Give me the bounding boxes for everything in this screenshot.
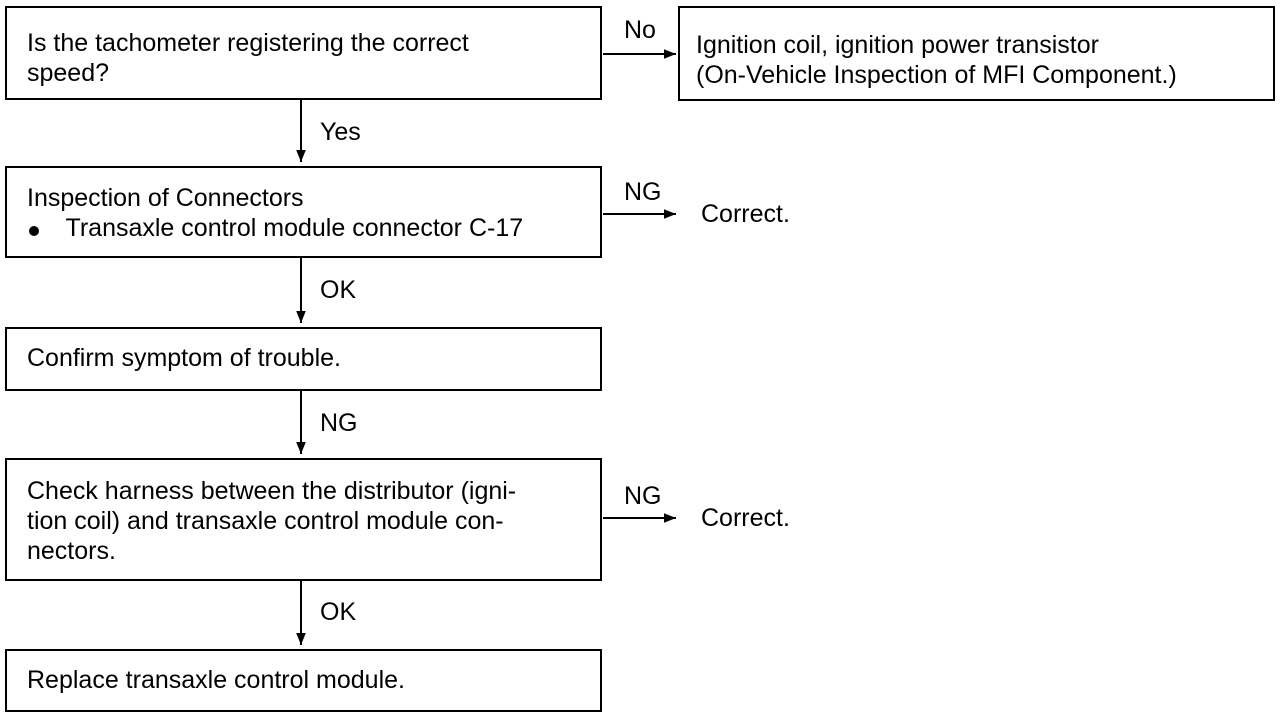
branch-label-ng: NG xyxy=(320,409,358,437)
step-box-tachometer-question: Is the tachometer registering the correc… xyxy=(5,6,602,100)
bullet-dot-icon xyxy=(29,226,39,236)
result-correct-text: Correct. xyxy=(701,504,790,532)
branch-label-ok: OK xyxy=(320,598,357,626)
step-text-line: Confirm symptom of trouble. xyxy=(27,344,341,372)
step-bullet-text: Transaxle control module connector C-17 xyxy=(65,214,524,242)
result-correct-text: Correct. xyxy=(701,200,790,228)
step-box-check-harness: Check harness between the distributor (i… xyxy=(5,458,602,581)
branch-label-ng: NG xyxy=(624,482,662,510)
branch-label-yes: Yes xyxy=(320,118,361,146)
step-text-line: speed? xyxy=(27,59,110,87)
branch-label-no: No xyxy=(624,16,656,44)
step-bullet-item: Transaxle control module connector C-17 xyxy=(27,213,600,243)
step-text-line: tion coil) and transaxle control module … xyxy=(27,507,504,535)
side-result-text-line: (On-Vehicle Inspection of MFI Component.… xyxy=(696,61,1177,89)
step-text-line: Is the tachometer registering the correc… xyxy=(27,29,469,57)
step-text-line: Check harness between the distributor (i… xyxy=(27,477,517,505)
branch-label-ng: NG xyxy=(624,178,662,206)
step-box-replace-module: Replace transaxle control module. xyxy=(5,649,602,712)
step-box-confirm-symptom: Confirm symptom of trouble. xyxy=(5,327,602,391)
branch-label-ok: OK xyxy=(320,276,357,304)
step-text-line: nectors. xyxy=(27,537,116,565)
step-title: Inspection of Connectors xyxy=(27,184,304,212)
step-box-inspection-of-connectors: Inspection of Connectors Transaxle contr… xyxy=(5,166,602,258)
step-text-line: Replace transaxle control module. xyxy=(27,666,405,694)
side-result-box-ignition: Ignition coil, ignition power transistor… xyxy=(678,6,1275,101)
side-result-text-line: Ignition coil, ignition power transistor xyxy=(696,31,1099,59)
